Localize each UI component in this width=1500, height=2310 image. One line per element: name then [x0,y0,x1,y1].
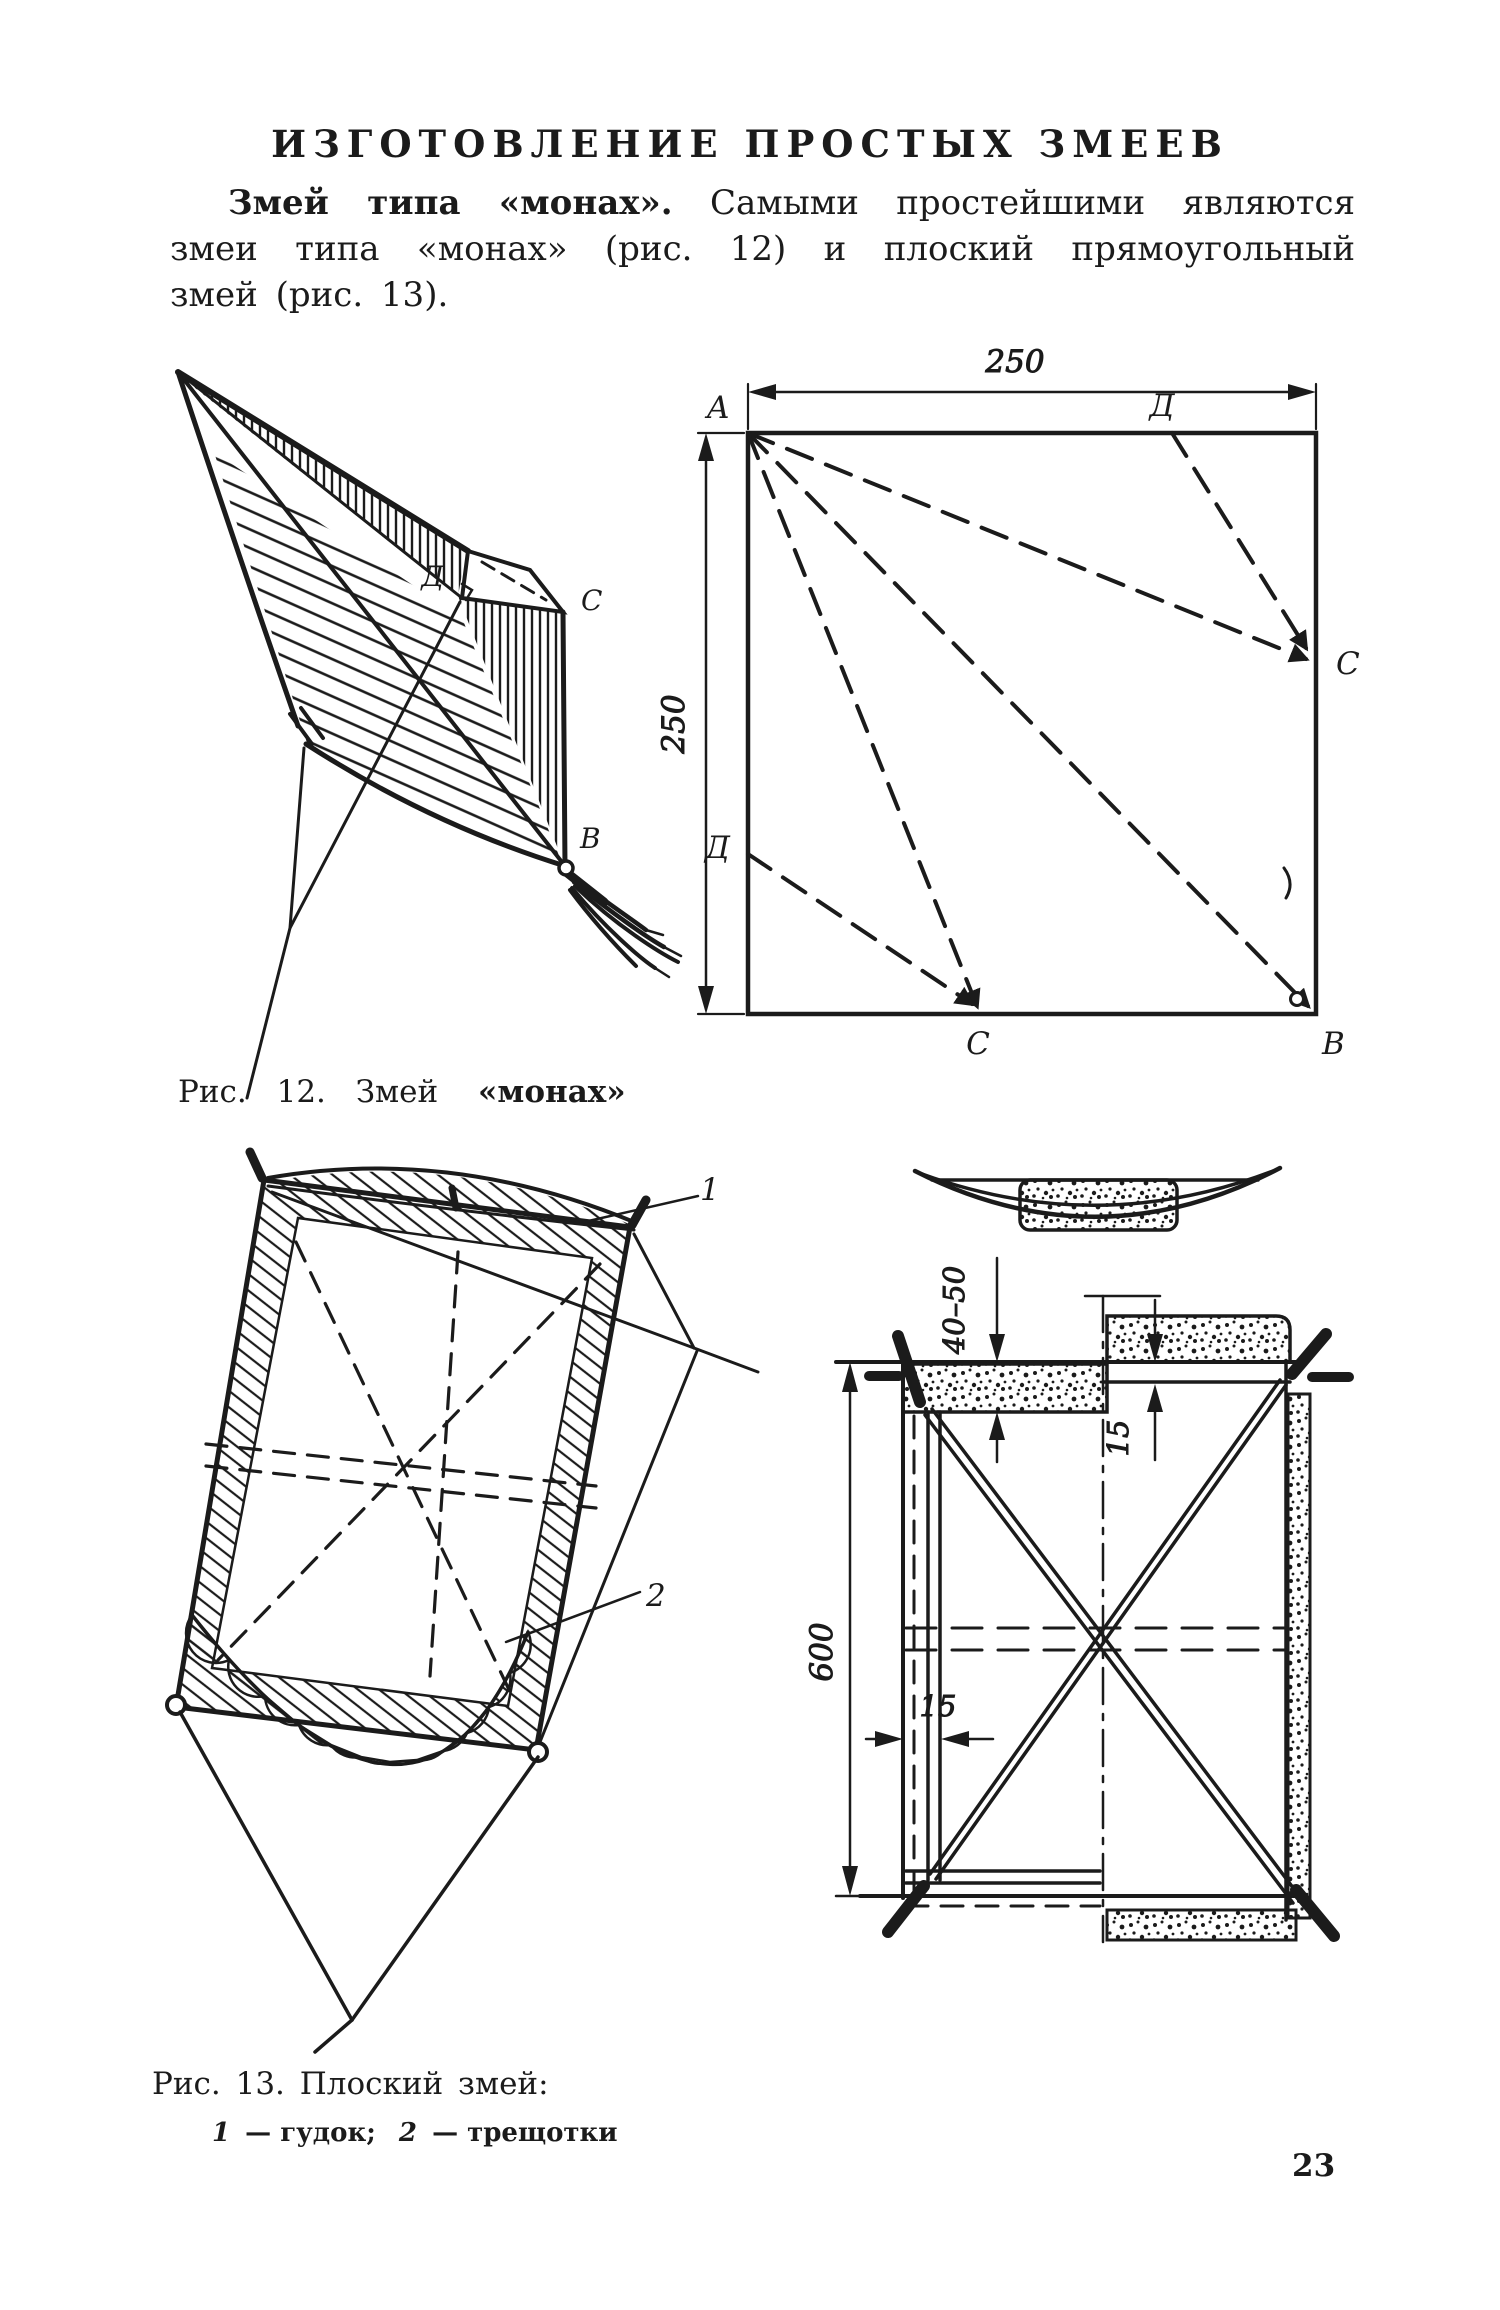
dim-600: 600 [804,1622,840,1681]
paragraph-line-2: змеи типа «монах» (рис. 12) и плоский пр… [170,229,1355,269]
page-number: 23 [1292,2148,1336,2184]
legend-num-2: 2 [398,2118,417,2148]
kite-label-d: Д [419,560,445,593]
monk-kite-drawing: Д С В [175,369,683,1100]
dim-15-stick: 15 [920,1689,957,1723]
kite-label-b: В [579,822,601,855]
flat-kite-drawing: 1 2 [165,1147,760,2054]
flat-kite-frame-diagram: 600 40–50 15 15 [804,1165,1354,1944]
callout-1: 1 [700,1172,720,1208]
figure-12-caption-bold: «монах» [478,1074,626,1110]
legend-text-2: — трещотки [432,2118,618,2148]
square-layout-diagram: 250 250 А Д С Д С [656,344,1361,1063]
page-title: ИЗГОТОВЛЕНИЕ ПРОСТЫХ ЗМЕЕВ [271,122,1229,166]
figure-12-caption-text: Рис. 12. Змей [178,1074,439,1110]
figure-13-illustration: 1 2 [165,1147,1354,2054]
square-label-c-right: С [1336,646,1360,682]
square-label-d-left: Д [703,830,731,866]
dim-40-50: 40–50 [937,1266,971,1355]
callout-2: 2 [645,1578,666,1614]
dim-15-batten: 15 [1101,1420,1135,1457]
paragraph-line-3: змей (рис. 13). [170,275,449,315]
rattles-garland [184,1612,532,1766]
paragraph-lead: Змей типа «монах». [228,183,673,223]
dim-top-250: 250 [984,344,1044,380]
figure-13-legend: 1 — гудок; 2 — трещотки [212,2118,632,2148]
paragraph-line-1-rest: Самыми простейшими являются [709,183,1356,223]
figure-13-caption: Рис. 13. Плоский змей: [152,2066,549,2102]
paragraph-line-1: Змей типа «монах». Самыми простейшими яв… [170,183,1355,223]
square-label-a: А [705,390,730,426]
legend-text-1: — гудок; [245,2118,376,2148]
kite-label-c: С [581,584,602,617]
square-label-d-top: Д [1147,388,1175,424]
square-label-c-bottom: С [966,1026,990,1062]
square-label-b: В [1321,1026,1345,1062]
figure-12-caption: Рис. 12. Змей «монах» [178,1074,626,1110]
figure-12-illustration: Д С В 250 250 [175,344,1361,1100]
legend-num-1: 1 [212,2118,231,2148]
tassel [557,859,683,979]
dim-left-250: 250 [656,694,692,754]
